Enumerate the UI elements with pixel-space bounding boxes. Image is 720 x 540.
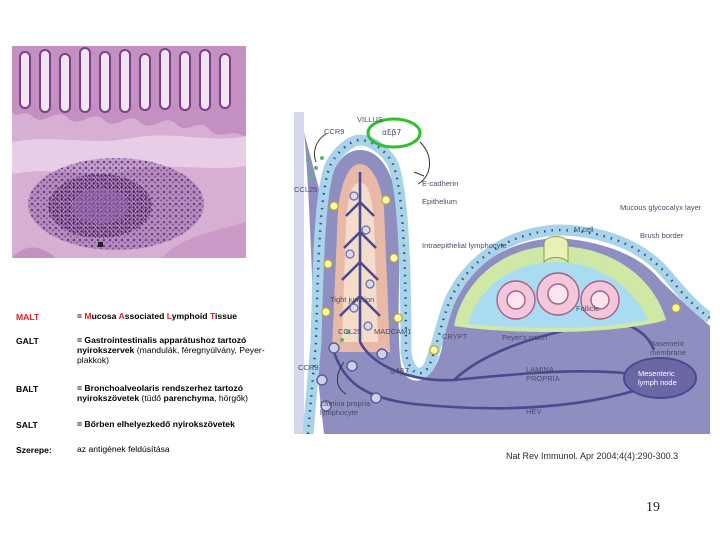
term-def-salt: = Bőrben elhelyezkedő nyirokszövetek xyxy=(77,419,235,429)
tissue-section-icon xyxy=(12,46,246,258)
histology-image xyxy=(12,46,246,258)
label-m-cell: M cell xyxy=(574,225,594,234)
label-hev: HEV xyxy=(526,407,542,416)
label-epithelium: Epithelium xyxy=(422,197,458,206)
label-mucous-layer: Mucous glycocalyx layer xyxy=(620,203,702,212)
term-def-galt: = Gastrointestinalis apparátushoz tartoz… xyxy=(77,335,265,365)
label-tight-junction: Tight junction xyxy=(330,295,375,304)
label-brush-border: Brush border xyxy=(640,231,684,240)
label-basement-membrane: Basement membrane xyxy=(650,339,686,357)
term-abbr-szerepe: Szerepe: xyxy=(16,445,52,455)
gut-immunity-diagram: VILLUS CCR9 αEβ7 CCL25 E-cadherin Epithe… xyxy=(294,112,710,434)
highlight-circle xyxy=(366,117,422,149)
label-ccr9-bottom: CCR9 xyxy=(298,363,319,372)
label-follicle: Follicle xyxy=(576,304,600,313)
term-abbr-galt: GALT xyxy=(16,336,39,346)
label-iel: Intraepithelial lymphocyte xyxy=(422,241,507,250)
page-number: 19 xyxy=(646,500,660,515)
label-madcam1: MADCAM1 xyxy=(374,327,412,336)
term-abbr-malt: MALT xyxy=(16,312,40,322)
term-def-malt: = Mucosa Associated Lymphoid Tissue xyxy=(77,311,237,321)
label-lp-lymphocyte: Lamina propria lymphocyte xyxy=(320,399,371,417)
label-peyers-patch: Peyer's patch xyxy=(502,333,548,342)
label-e-cadherin: E-cadherin xyxy=(422,179,459,188)
label-villus: VILLUS xyxy=(357,115,383,124)
label-crypt: CRYPT xyxy=(442,332,468,341)
label-ccl25-top: CCL25 xyxy=(294,185,318,194)
label-alpha4-beta7: α4β7 xyxy=(390,367,410,376)
term-def-szerepe: az antigének feldúsítása xyxy=(77,444,170,454)
term-abbr-salt: SALT xyxy=(16,420,38,430)
term-abbr-balt: BALT xyxy=(16,384,39,394)
label-lamina-propria: LAMINA PROPRIA xyxy=(526,365,560,383)
mesenteric-lymph-node xyxy=(623,357,697,399)
citation: Nat Rev Immunol. Apr 2004;4(4):290-300.3 xyxy=(506,451,679,461)
term-def-balt: = Bronchoalveolaris rendszerhez tartozó … xyxy=(77,383,249,403)
label-alpha-e-beta7: αEβ7 xyxy=(382,128,402,137)
label-ccl25-mid: CCL25 xyxy=(338,327,362,336)
label-mesenteric-node: Mesenteric lymph node xyxy=(638,369,677,387)
label-ccr9-top: CCR9 xyxy=(324,127,345,136)
